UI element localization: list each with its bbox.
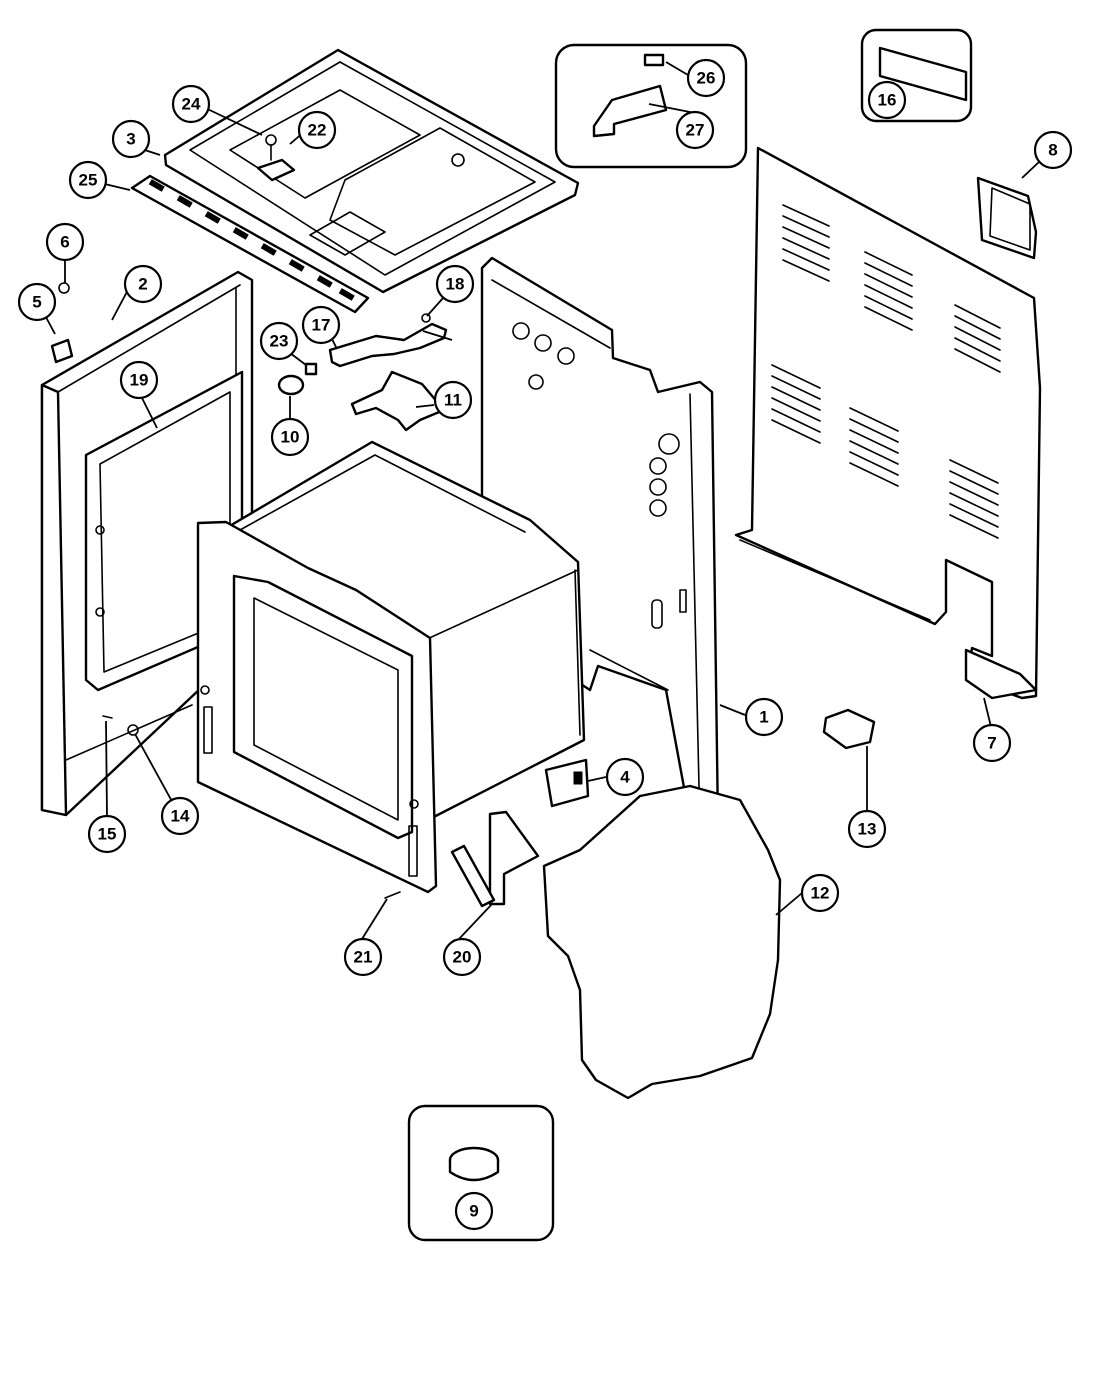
callout-23: 23	[259, 321, 299, 361]
callout-3: 3	[111, 119, 151, 159]
bracket-8	[976, 176, 1038, 260]
callout-5: 5	[17, 282, 57, 322]
callout-4-label: 4	[620, 768, 630, 787]
callout-14-label: 14	[171, 807, 190, 826]
callout-1: 1	[744, 697, 784, 737]
callout-23-label: 23	[270, 332, 289, 351]
callout-1-label: 1	[759, 708, 768, 727]
screw-21	[384, 891, 401, 899]
thermostat-22	[256, 134, 296, 182]
bracket-27	[592, 84, 668, 138]
callout-15-label: 15	[98, 825, 117, 844]
callout-25: 25	[68, 160, 108, 200]
callout-2-label: 2	[138, 275, 147, 294]
bracket-17	[328, 322, 448, 368]
callout-12-label: 12	[811, 884, 830, 903]
callout-22: 22	[297, 110, 337, 150]
callout-6-label: 6	[60, 233, 69, 252]
callout-24-label: 24	[182, 95, 201, 114]
callout-15: 15	[87, 814, 127, 854]
callout-7-label: 7	[987, 734, 996, 753]
callout-19-label: 19	[130, 371, 149, 390]
callout-26-label: 26	[697, 69, 716, 88]
clip-5	[50, 338, 74, 364]
callout-9-label: 9	[469, 1202, 478, 1221]
callout-4: 4	[605, 757, 645, 797]
callout-24: 24	[171, 84, 211, 124]
wire-clips-16	[878, 46, 968, 102]
callout-16-label: 16	[878, 91, 897, 110]
callout-17-label: 17	[312, 316, 331, 335]
hinge-20	[450, 810, 540, 908]
callout-6: 6	[45, 222, 85, 262]
callout-14: 14	[160, 796, 200, 836]
hinge-bracket-4	[544, 758, 590, 808]
rear-panel	[734, 146, 1042, 700]
callout-19: 19	[119, 360, 159, 400]
callout-8-label: 8	[1048, 141, 1057, 160]
clip-26	[643, 53, 665, 67]
oven-front-frame	[196, 520, 438, 894]
callout-17: 17	[301, 305, 341, 345]
callout-22-label: 22	[308, 121, 327, 140]
callout-10: 10	[270, 417, 310, 457]
screw-6	[58, 282, 70, 294]
callout-5-label: 5	[32, 293, 41, 312]
callout-7: 7	[972, 723, 1012, 763]
callout-20: 20	[442, 937, 482, 977]
thermostat-9	[448, 1146, 500, 1182]
callout-3-label: 3	[126, 130, 135, 149]
callout-13: 13	[847, 809, 887, 849]
callout-18-label: 18	[446, 275, 465, 294]
callout-27: 27	[675, 110, 715, 150]
callout-20-label: 20	[453, 948, 472, 967]
top-panel	[163, 48, 580, 294]
bracket-11	[350, 370, 446, 432]
insulation-blanket-12	[542, 784, 782, 1100]
right-side-panel	[480, 256, 720, 835]
callout-25-label: 25	[79, 171, 98, 190]
clip-23	[304, 362, 318, 376]
callout-27-label: 27	[686, 121, 705, 140]
callout-13-label: 13	[858, 820, 877, 839]
callout-21-label: 21	[354, 948, 373, 967]
screw-15	[102, 715, 113, 719]
front-trim-strip	[130, 174, 370, 314]
leader-lines	[39, 61, 1041, 940]
callout-8: 8	[1033, 130, 1073, 170]
callout-16: 16	[867, 80, 907, 120]
callout-2: 2	[123, 264, 163, 304]
callout-9: 9	[454, 1191, 494, 1231]
callout-26: 26	[686, 58, 726, 98]
clip-13	[822, 708, 876, 750]
callout-11: 11	[433, 380, 473, 420]
screw-18	[421, 313, 431, 323]
callout-21: 21	[343, 937, 383, 977]
knob-10	[277, 374, 305, 396]
callout-18: 18	[435, 264, 475, 304]
callout-10-label: 10	[281, 428, 300, 447]
callout-12: 12	[800, 873, 840, 913]
callout-11-label: 11	[444, 391, 462, 410]
clip-14	[127, 724, 139, 736]
